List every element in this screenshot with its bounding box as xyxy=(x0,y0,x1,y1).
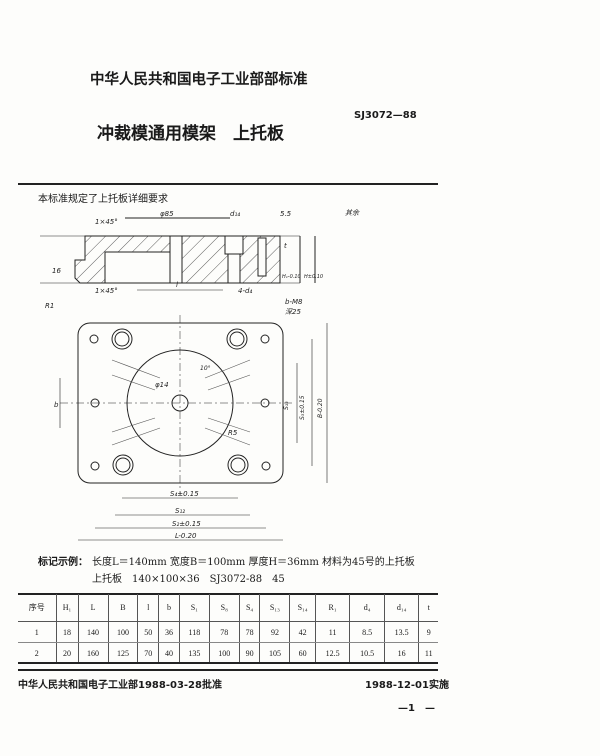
column-header: 序号 xyxy=(18,594,56,622)
technical-drawing: 1×45° 1×45° φ85 d₁₄ 5.5 t H₁-0.10 H±0.10… xyxy=(40,209,360,541)
dim-label: S₂±0.15 xyxy=(172,520,201,528)
column-header: H₁ xyxy=(55,594,79,622)
table-cell: 105 xyxy=(259,642,290,663)
column-header: S₈ xyxy=(208,594,240,622)
dim-label: R5 xyxy=(228,429,238,437)
dim-label: 4-d₄ xyxy=(238,287,252,295)
surface-finish-note: 其余 xyxy=(345,209,360,217)
table-cell: 160 xyxy=(77,642,108,663)
column-header: B xyxy=(107,594,138,622)
approval-date: 中华人民共和国电子工业部1988-03-28批准 xyxy=(18,680,222,691)
column-header: t xyxy=(418,594,438,622)
dim-label: R1 xyxy=(45,302,54,310)
page-number: —1 — xyxy=(398,703,435,714)
table-cell: 70 xyxy=(137,642,159,663)
dim-label: S₁₂ xyxy=(175,507,185,515)
table-cell: 135 xyxy=(178,642,210,663)
column-header: d₁₄ xyxy=(383,594,419,622)
table-cell: 78 xyxy=(208,621,240,643)
column-header: b xyxy=(158,594,180,622)
dim-label: d₁₄ xyxy=(230,210,240,218)
dim-label: S₄±0.15 xyxy=(170,490,199,498)
dim-label: B-0.20 xyxy=(317,398,324,418)
table-cell: 50 xyxy=(137,621,159,643)
intro-text: 本标准规定了上托板详细要求 xyxy=(38,194,168,205)
table-cell: 2 xyxy=(34,648,39,658)
chamfer-label: 1×45° xyxy=(95,218,118,226)
table-cell: 16 xyxy=(383,642,419,663)
column-header: S₄ xyxy=(238,594,260,622)
document-title: 冲裁模通用模架 上托板 xyxy=(97,124,284,144)
dim-label: 16 xyxy=(52,267,61,275)
table-cell: 42 xyxy=(289,621,316,643)
table-cell: 18 xyxy=(55,621,79,643)
dim-label: t xyxy=(284,242,287,250)
table-cell: 13.5 xyxy=(383,621,419,643)
table-cell: 11 xyxy=(314,621,350,643)
dim-label: l xyxy=(176,281,178,289)
table-cell: 20 xyxy=(55,642,79,663)
issuing-authority: 中华人民共和国电子工业部部标准 xyxy=(90,72,308,88)
marking-line-1: 长度L＝140mm 宽度B＝100mm 厚度H＝36mm 材料为45号的上托板 xyxy=(92,557,415,568)
dim-label: 10° xyxy=(200,365,211,372)
table-cell: 78 xyxy=(238,621,260,643)
table-cell: 12.5 xyxy=(314,642,350,663)
column-header: R₁ xyxy=(314,594,350,622)
column-header: l xyxy=(137,594,159,622)
dim-label: S₃±0.15 xyxy=(299,395,306,420)
diameter-label: φ85 xyxy=(160,210,174,218)
table-cell: 100 xyxy=(208,642,240,663)
dim-label: H₁-0.10 xyxy=(282,274,301,280)
column-header: L xyxy=(77,594,108,622)
dim-label: L-0.20 xyxy=(175,532,197,540)
table-cell: 125 xyxy=(107,642,138,663)
column-header: S₁₄ xyxy=(289,594,316,622)
footer-rule xyxy=(18,669,438,671)
dim-label: b-M8 xyxy=(285,298,303,306)
column-header: S₁₃ xyxy=(259,594,290,622)
table-cell: 36 xyxy=(158,621,180,643)
table-cell: 90 xyxy=(238,642,260,663)
dim-label: φ14 xyxy=(155,381,169,389)
table-cell: 140 xyxy=(77,621,108,643)
standard-code: SJ3072—88 xyxy=(354,110,417,121)
marking-line-2: 上托板 140×100×36 SJ3072-88 45 xyxy=(92,574,285,585)
table-cell: 40 xyxy=(158,642,180,663)
table-cell: 10.5 xyxy=(349,642,385,663)
table-cell: 92 xyxy=(259,621,290,643)
table-cell: 9 xyxy=(418,621,438,643)
column-header: d₄ xyxy=(349,594,385,622)
table-cell: 1 xyxy=(18,621,56,643)
table-cell: 11 xyxy=(418,642,438,663)
table-cell: 100 xyxy=(107,621,138,643)
section-view xyxy=(40,217,316,284)
table-cell: 8.5 xyxy=(349,621,385,643)
column-header: S₁ xyxy=(178,594,210,622)
dim-label: S₁₃ xyxy=(283,401,290,410)
dim-label: b xyxy=(54,401,59,409)
marking-label: 标记示例： xyxy=(38,557,88,568)
dim-label: H±0.10 xyxy=(304,274,323,280)
dim-label: 深25 xyxy=(285,308,301,316)
table-cell: 118 xyxy=(178,621,210,643)
effective-date: 1988-12-01实施 xyxy=(365,680,449,691)
table-cell: 60 xyxy=(289,642,316,663)
plan-view xyxy=(59,289,328,541)
dim-label: 5.5 xyxy=(280,210,292,218)
table-bottom-rule xyxy=(18,662,438,664)
header-rule xyxy=(18,183,438,185)
chamfer-label: 1×45° xyxy=(95,287,118,295)
